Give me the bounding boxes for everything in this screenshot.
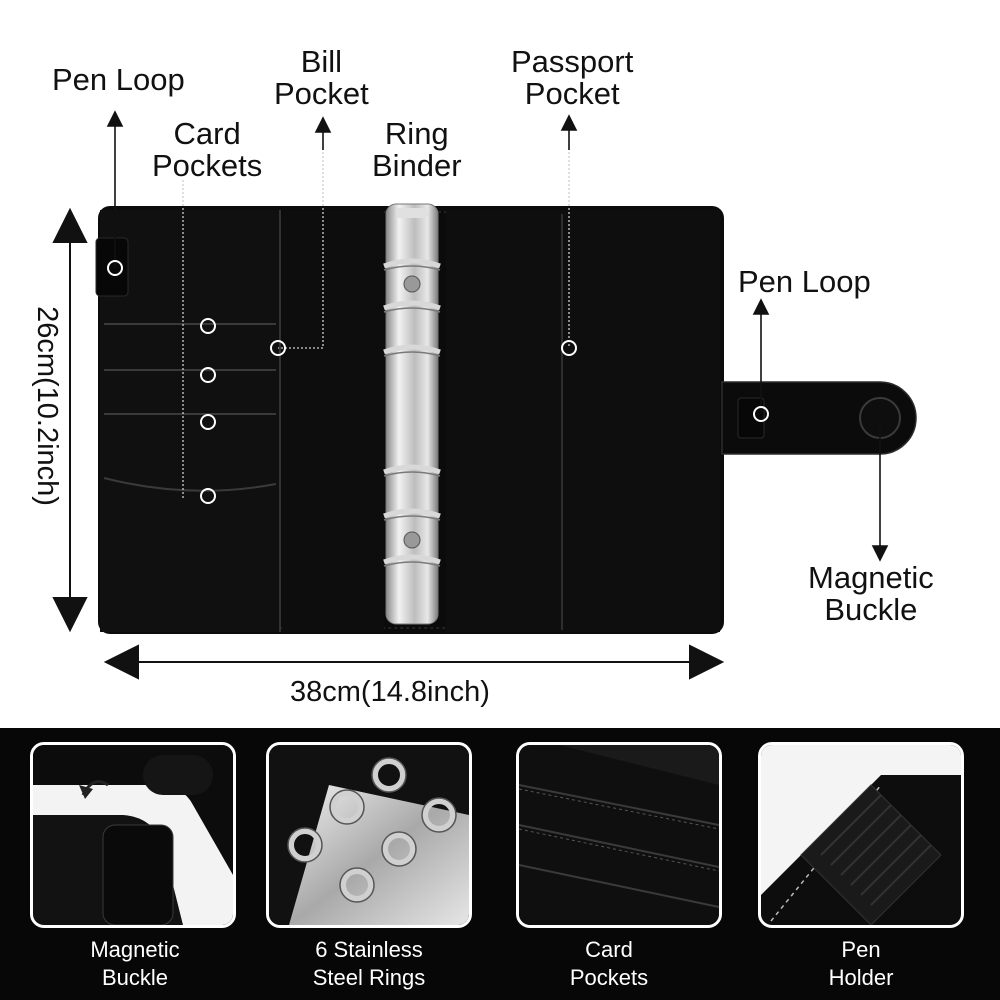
feature-caption-line2: Steel Rings — [312, 965, 426, 990]
label-passport-pocket: Passport Pocket — [511, 46, 633, 110]
feature-caption-pen-holder: Pen Holder — [746, 936, 976, 992]
label-pen-loop-right: Pen Loop — [738, 264, 871, 299]
curved-arrow-icon — [79, 785, 93, 799]
feature-caption-line1: Card — [585, 937, 633, 962]
feature-caption-line1: 6 Stainless — [315, 937, 423, 962]
callout-arrows — [106, 110, 889, 562]
height-dimension-arrow — [52, 207, 88, 633]
callout-dots — [107, 260, 769, 504]
label-ring-binder-line2: Binder — [372, 148, 462, 183]
label-magnetic-buckle-line1: Magnetic — [808, 560, 934, 595]
label-bill-pocket-line1: Bill — [300, 44, 343, 79]
label-magnetic-buckle-line2: Buckle — [824, 592, 918, 627]
label-magnetic-buckle: Magnetic Buckle — [808, 562, 934, 626]
label-card-pockets-line2: Pockets — [152, 148, 263, 183]
label-card-pockets-line1: Card — [173, 116, 241, 151]
label-ring-binder: Ring Binder — [372, 118, 462, 182]
feature-caption-line2: Buckle — [101, 965, 169, 990]
label-bill-pocket: Bill Pocket — [274, 46, 369, 110]
label-pen-loop-left: Pen Loop — [52, 62, 185, 97]
feature-caption-line2: Holder — [828, 965, 894, 990]
ring-binder — [383, 203, 441, 625]
label-card-pockets: Card Pockets — [152, 118, 262, 182]
feature-caption-steel-rings: 6 Stainless Steel Rings — [254, 936, 484, 992]
binder-diagram — [52, 110, 917, 680]
height-dimension-label: 26cm(10.2inch) — [31, 306, 63, 506]
width-dimension-label: 38cm(14.8inch) — [290, 676, 490, 708]
callouts — [182, 128, 570, 500]
feature-caption-magnetic-buckle: Magnetic Buckle — [20, 936, 250, 992]
width-dimension-arrow — [103, 644, 725, 680]
feature-caption-card-pockets: Card Pockets — [494, 936, 724, 992]
label-ring-binder-line1: Ring — [384, 116, 449, 151]
feature-thumb-steel-rings — [266, 742, 472, 928]
feature-caption-line1: Pen — [841, 937, 881, 962]
label-passport-pocket-line1: Passport — [511, 44, 634, 79]
feature-caption-line2: Pockets — [569, 965, 649, 990]
label-passport-pocket-line2: Pocket — [524, 76, 620, 111]
feature-thumb-pen-holder — [758, 742, 964, 928]
label-bill-pocket-line2: Pocket — [274, 76, 369, 111]
feature-caption-line1: Magnetic — [90, 937, 180, 962]
feature-thumb-magnetic-buckle — [30, 742, 236, 928]
feature-thumb-card-pockets — [516, 742, 722, 928]
